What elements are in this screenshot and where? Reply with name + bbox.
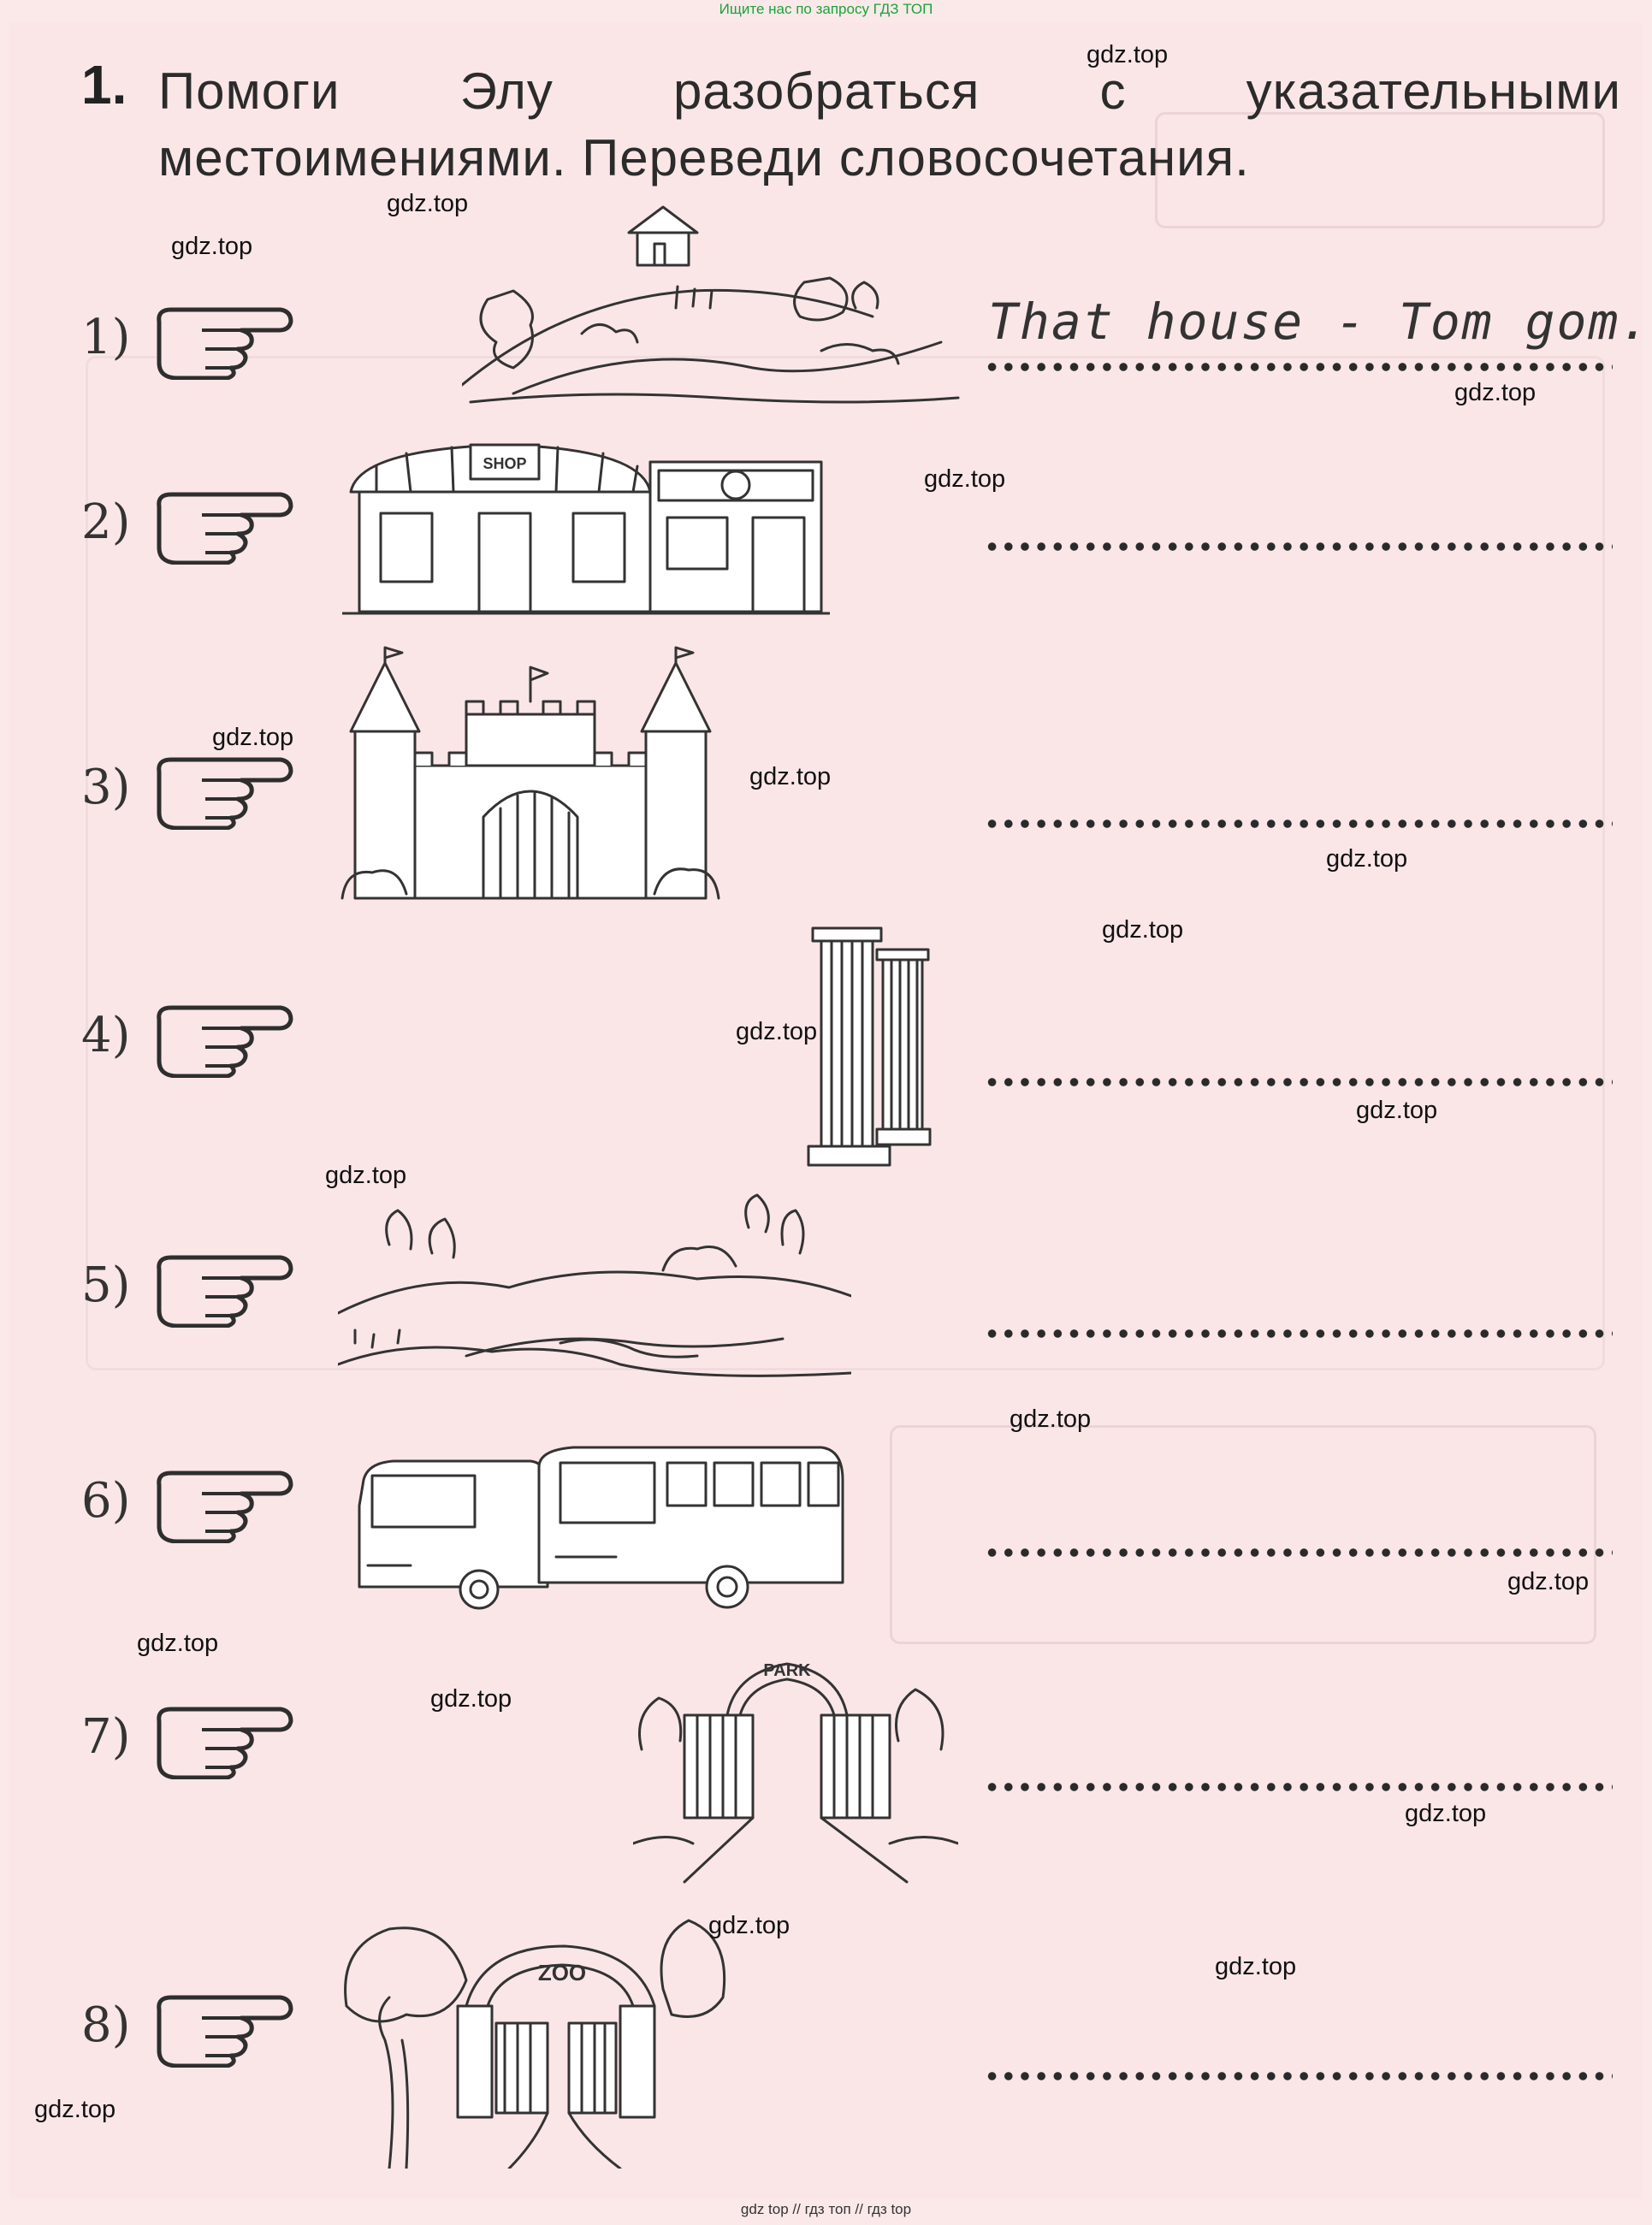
watermark-text: gdz.top [430,1685,512,1713]
park-sign-label: PARK [763,1661,811,1680]
answer-line[interactable] [984,1548,1613,1557]
pointing-hand-icon [152,1991,293,2068]
answer-line[interactable] [984,2072,1613,2080]
shop-sign-label: SHOP [483,455,526,472]
castle-picture [340,646,720,900]
watermark-text: gdz.top [137,1630,219,1657]
item-number: 4) [81,1008,131,1063]
house-on-hill-picture [462,205,960,404]
pointing-hand-icon [152,1001,293,1079]
watermark-text: gdz.top [34,2096,116,2123]
watermark-text: gdz.top [708,1912,790,1939]
answer-example: That house - Tom gom. [988,293,1652,351]
item-number: 5) [81,1257,131,1313]
item-number: 7) [81,1709,131,1765]
buses-picture [358,1446,844,1610]
item-number: 6) [81,1473,131,1529]
watermark-text: gdz.top [1454,379,1537,406]
ghost-frame [1155,112,1605,228]
shop-picture: SHOP [342,443,830,615]
answer-line[interactable] [984,363,1613,371]
task-title: Помоги Элу разобраться с указательными м… [158,62,1621,186]
zoo-sign-label: ZOO [538,1960,586,1985]
pointing-hand-icon [152,1251,293,1328]
watermark-text: gdz.top [736,1018,818,1045]
watermark-text: gdz.top [1087,41,1169,68]
watermark-text: gdz.top [387,190,469,217]
ghost-frame [86,356,1605,1370]
watermark-text: gdz.top [171,233,253,260]
watermark-text: gdz.top [1215,1953,1297,1980]
pointing-hand-icon [152,303,293,381]
watermark-text: gdz.top [1405,1800,1487,1827]
watermark-text: gdz.top [325,1162,407,1189]
columns-picture [807,926,932,1167]
watermark-text: gdz.top [212,724,294,751]
watermark-text: gdz.top [924,465,1006,493]
item-number: 2) [81,494,131,550]
watermark-text: gdz.top [1326,845,1408,873]
task-number: 1. [81,54,127,115]
pointing-hand-icon [152,753,293,831]
watermark-text: gdz.top [1010,1405,1092,1433]
landscape-river-picture [338,1193,851,1377]
watermark-text: gdz.top [749,763,832,790]
answer-line[interactable] [984,1078,1613,1086]
item-number: 1) [81,310,131,365]
watermark-text: gdz.top [1102,916,1184,944]
pointing-hand-icon [152,488,293,565]
ghost-frame [890,1425,1596,1644]
park-gate-picture: PARK [633,1661,958,1884]
answer-line[interactable] [984,1329,1613,1338]
item-number: 8) [81,1997,131,2053]
item-number: 3) [81,760,131,815]
watermark-text: gdz.top [1507,1568,1590,1595]
answer-line[interactable] [984,542,1613,551]
watermark-text: gdz.top [1356,1097,1438,1124]
pointing-hand-icon [152,1466,293,1544]
footer-note: gdz top // гдз топ // гдз top [740,2201,912,2217]
zoo-gate-picture: ZOO [344,1919,726,2169]
header-note: Ищите нас по запросу ГДЗ ТОП [719,1,933,17]
pointing-hand-icon [152,1702,293,1780]
answer-line[interactable] [984,820,1613,828]
answer-line[interactable] [984,1783,1613,1791]
